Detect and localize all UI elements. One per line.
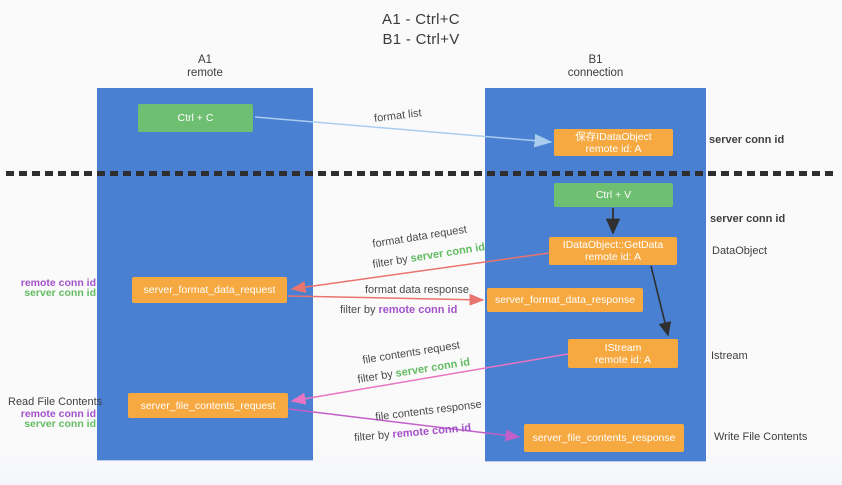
- lifeline-a1-role: remote: [187, 67, 223, 79]
- node-ctrl-c: Ctrl + C: [138, 104, 253, 132]
- node-file-request: server_file_contents_request: [128, 393, 288, 418]
- lifeline-header-a1: A1 remote: [97, 54, 313, 80]
- lifeline-b1-name: B1: [588, 54, 603, 66]
- side-label-dataobject: DataObject: [712, 245, 768, 257]
- side-label-write-file-contents: Write File Contents: [714, 431, 808, 443]
- lifeline-a1-name: A1: [197, 54, 213, 66]
- arrow-format-data-response: [287, 293, 485, 306]
- session-divider: [6, 171, 836, 176]
- node-istream-line1: IStream: [604, 341, 642, 354]
- node-format-request: server_format_data_request: [132, 277, 287, 303]
- remote-conn-id-text: remote conn id: [20, 408, 96, 420]
- side-label-istream: Istream: [711, 350, 748, 362]
- node-save-dataobject: 保存IDataObject remote id: A: [554, 129, 673, 156]
- node-format-request-label: server_format_data_request: [143, 284, 276, 296]
- label-file-contents-response: file contents response: [374, 398, 483, 424]
- node-file-response: server_file_contents_response: [524, 424, 684, 452]
- node-ctrl-c-label: Ctrl + C: [177, 112, 214, 124]
- server-conn-id-text: server conn id: [24, 417, 96, 430]
- filter-by-text: filter by: [340, 304, 376, 316]
- node-getdata-line1: IDataObject::GetData: [562, 239, 664, 251]
- node-getdata: IDataObject::GetData remote id: A: [549, 237, 677, 265]
- remote-conn-id-text: remote conn id: [378, 304, 458, 316]
- node-getdata-line2: remote id: A: [584, 251, 642, 263]
- remote-conn-id-text: remote conn id: [392, 421, 472, 441]
- node-istream: IStream remote id: A: [568, 339, 678, 368]
- node-file-response-label: server_file_contents_response: [532, 432, 676, 444]
- node-ctrl-v-label: Ctrl + V: [595, 189, 632, 201]
- title-line-b1: B1 - Ctrl+V: [382, 31, 460, 48]
- conn-id-stack-format: remote conn id server conn id: [10, 277, 96, 299]
- title-line-a1: A1 - Ctrl+C: [382, 11, 460, 28]
- remote-conn-id-text: remote conn id: [20, 277, 96, 289]
- node-ctrl-v: Ctrl + V: [554, 183, 673, 207]
- diagram-title: A1 - Ctrl+C B1 - Ctrl+V: [311, 10, 531, 50]
- node-save-dataobject-line1: 保存IDataObject: [575, 130, 652, 143]
- node-file-request-label: server_file_contents_request: [140, 399, 276, 412]
- server-conn-id-text: server conn id: [24, 286, 96, 299]
- label-format-list: format list: [373, 107, 423, 125]
- filter-by-text: filter by: [371, 253, 409, 271]
- lifeline-header-b1: B1 connection: [485, 54, 706, 80]
- filter-by-text: filter by: [356, 368, 394, 386]
- node-save-dataobject-line2: remote id: A: [585, 142, 642, 155]
- node-format-response: server_format_data_response: [487, 288, 643, 312]
- label-format-data-response: format data response: [365, 284, 469, 296]
- filter-by-text: filter by: [353, 429, 391, 445]
- node-istream-line2: remote id: A: [594, 353, 652, 366]
- lifeline-b1-role: connection: [567, 67, 624, 79]
- side-label-server-conn-id-top: server conn id: [709, 134, 785, 146]
- side-label-read-file-contents: Read File Contents: [8, 396, 103, 408]
- server-conn-id-text: server conn id: [409, 241, 486, 265]
- conn-id-stack-file: remote conn id server conn id: [10, 408, 96, 430]
- node-format-response-label: server_format_data_response: [494, 294, 636, 306]
- side-label-server-conn-id-mid: server conn id: [710, 213, 786, 225]
